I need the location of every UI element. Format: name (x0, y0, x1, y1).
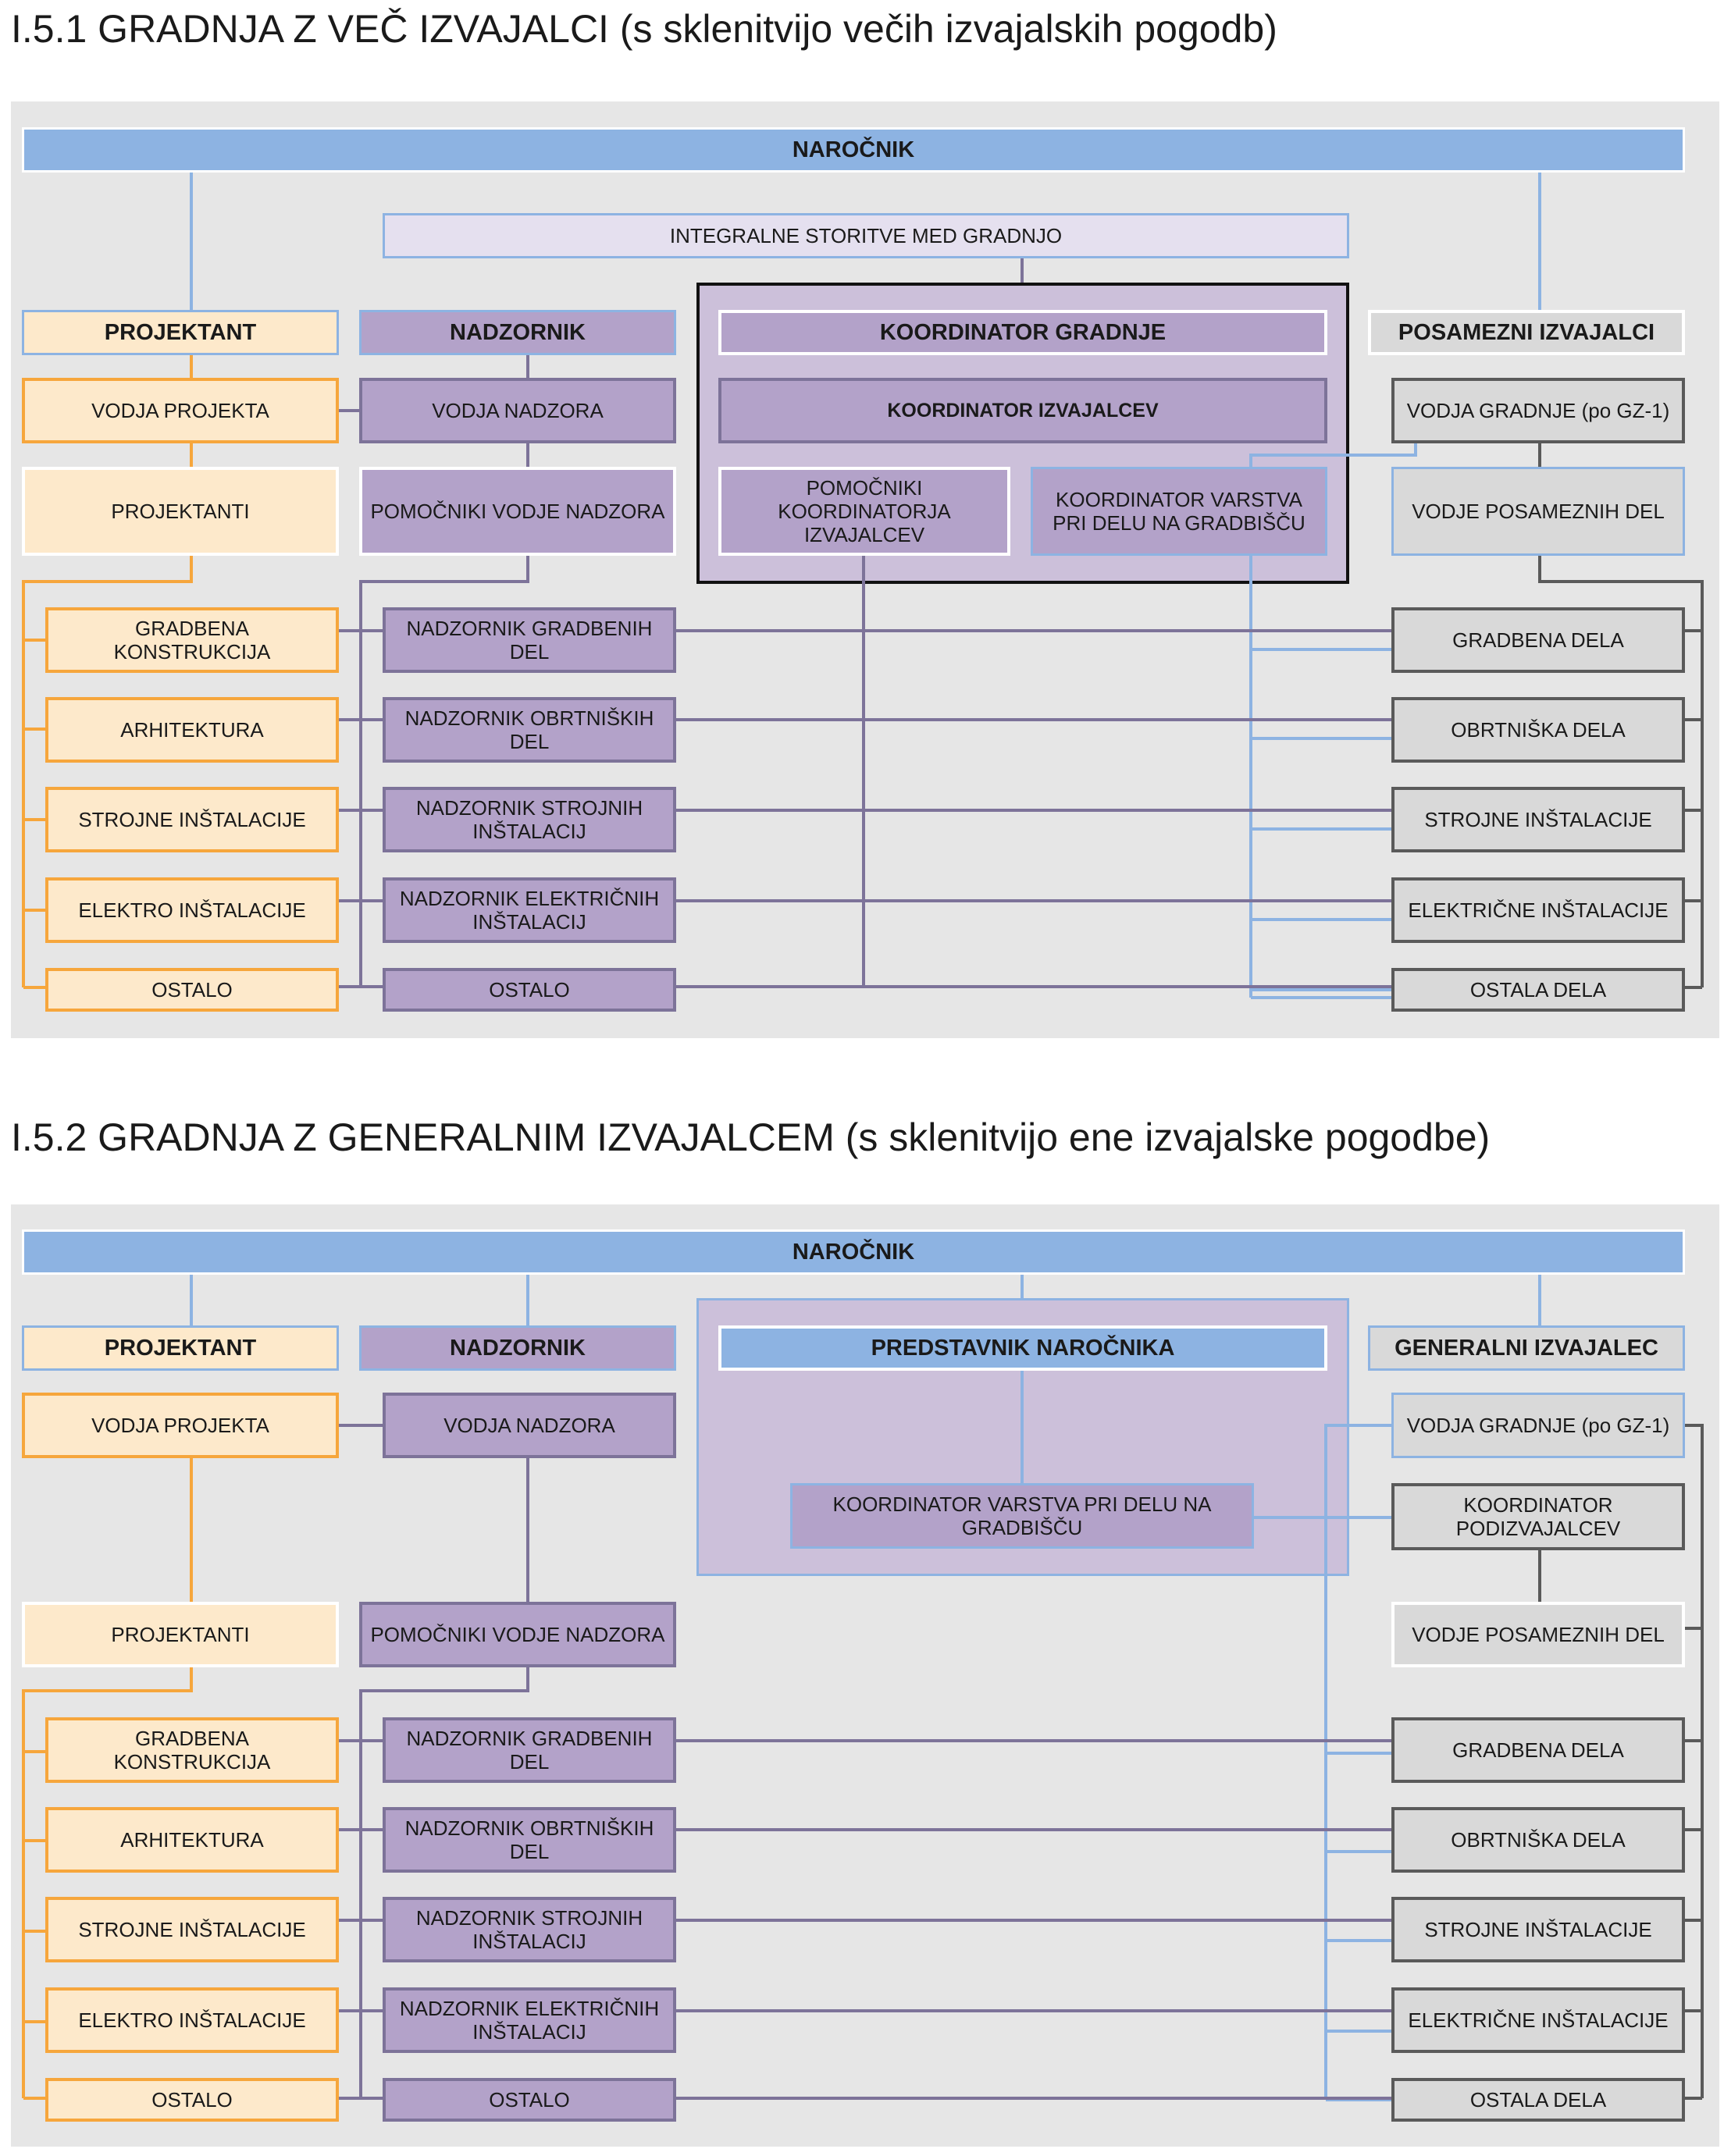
construction-lead-box: VODJA GRADNJE (po GZ-1) (1391, 378, 1685, 443)
supervisor-lead: VODJA NADZORA (359, 378, 676, 443)
designer-item-3: STROJNE INŠTALACIJE (45, 787, 339, 852)
designer-item-3-2: STROJNE INŠTALACIJE (45, 1897, 339, 1962)
supervisor-item-2: NADZORNIK OBRTNIŠKIH DEL (383, 697, 676, 763)
work-leads-box-2: VODJE POSAMEZNIH DEL (1391, 1602, 1685, 1667)
supervisor-item-4: NADZORNIK ELEKTRIČNIH INŠTALACIJ (383, 877, 676, 943)
section-1-title: I.5.1 GRADNJA Z VEČ IZVAJALCI (s sklenit… (11, 7, 1277, 51)
subcontractor-coordinator-box: KOORDINATOR PODIZVAJALCEV (1391, 1483, 1685, 1550)
designer-item-4: ELEKTRO INŠTALACIJE (45, 877, 339, 943)
client-representative-label: PREDSTAVNIK NAROČNIKA (718, 1325, 1327, 1371)
designer-lead-2: VODJA PROJEKTA (22, 1393, 339, 1458)
designer-team: PROJEKTANTI (22, 467, 339, 556)
contractor-item-5: OSTALA DELA (1391, 968, 1685, 1012)
contractor-item-2: OBRTNIŠKA DELA (1391, 697, 1685, 763)
contractor-item-3: STROJNE INŠTALACIJE (1391, 787, 1685, 852)
designer-lead: VODJA PROJEKTA (22, 378, 339, 443)
contractor-item-4: ELEKTRIČNE INŠTALACIJE (1391, 877, 1685, 943)
section-2-title: I.5.2 GRADNJA Z GENERALNIM IZVAJALCEM (s… (11, 1115, 1491, 1159)
contractor-item-1: GRADBENA DELA (1391, 607, 1685, 673)
supervisor-item-2-2: NADZORNIK OBRTNIŠKIH DEL (383, 1807, 676, 1873)
designer-item-2-2: ARHITEKTURA (45, 1807, 339, 1873)
contractor-coordinator-box: KOORDINATOR IZVAJALCEV (718, 378, 1327, 443)
safety-coordinator-box: KOORDINATOR VARSTVA PRI DELU NA GRADBIŠČ… (1031, 467, 1327, 556)
client-box: NAROČNIK (22, 127, 1685, 173)
designer-item-4-2: ELEKTRO INŠTALACIJE (45, 1987, 339, 2053)
designer-item-2: ARHITEKTURA (45, 697, 339, 763)
work-leads-box: VODJE POSAMEZNIH DEL (1391, 467, 1685, 556)
contractors-label: POSAMEZNI IZVAJALCI (1368, 310, 1685, 355)
coordinator-assistants-box: POMOČNIKI KOORDINATORJA IZVAJALCEV (718, 467, 1010, 556)
construction-lead-box-2: VODJA GRADNJE (po GZ-1) (1391, 1393, 1685, 1458)
supervisor-item-5-2: OSTALO (383, 2078, 676, 2122)
supervisor-item-1-2: NADZORNIK GRADBENIH DEL (383, 1717, 676, 1783)
supervisor-lead-2: VODJA NADZORA (383, 1393, 676, 1458)
designer-team-2: PROJEKTANTI (22, 1602, 339, 1667)
designer-label-2: PROJEKTANT (22, 1325, 339, 1371)
coordinator-label: KOORDINATOR GRADNJE (718, 310, 1327, 355)
designer-item-1-2: GRADBENA KONSTRUKCIJA (45, 1717, 339, 1783)
supervisor-item-3: NADZORNIK STROJNIH INŠTALACIJ (383, 787, 676, 852)
client-box-2: NAROČNIK (22, 1229, 1685, 1275)
section-1-connectors (22, 172, 1704, 999)
safety-coordinator-box-2: KOORDINATOR VARSTVA PRI DELU NA GRADBIŠČ… (790, 1483, 1254, 1549)
supervisor-item-3-2: NADZORNIK STROJNIH INŠTALACIJ (383, 1897, 676, 1962)
contractor-item-5-2: OSTALA DELA (1391, 2078, 1685, 2122)
contractor-item-2-2: OBRTNIŠKA DELA (1391, 1807, 1685, 1873)
designer-label: PROJEKTANT (22, 310, 339, 355)
designer-item-5: OSTALO (45, 968, 339, 1012)
supervisor-item-1: NADZORNIK GRADBENIH DEL (383, 607, 676, 673)
supervisor-item-4-2: NADZORNIK ELEKTRIČNIH INŠTALACIJ (383, 1987, 676, 2053)
contractor-item-1-2: GRADBENA DELA (1391, 1717, 1685, 1783)
contractor-item-3-2: STROJNE INŠTALACIJE (1391, 1897, 1685, 1962)
general-contractor-label: GENERALNI IZVAJALEC (1368, 1325, 1685, 1371)
supervisor-team-2: POMOČNIKI VODJE NADZORA (359, 1602, 676, 1667)
supervisor-label-2: NADZORNIK (359, 1325, 676, 1371)
integral-services-box: INTEGRALNE STORITVE MED GRADNJO (383, 213, 1349, 258)
supervisor-item-5: OSTALO (383, 968, 676, 1012)
designer-item-5-2: OSTALO (45, 2078, 339, 2122)
supervisor-label: NADZORNIK (359, 310, 676, 355)
designer-item-1: GRADBENA KONSTRUKCIJA (45, 607, 339, 673)
contractor-item-4-2: ELEKTRIČNE INŠTALACIJE (1391, 1987, 1685, 2053)
supervisor-team: POMOČNIKI VODJE NADZORA (359, 467, 676, 556)
